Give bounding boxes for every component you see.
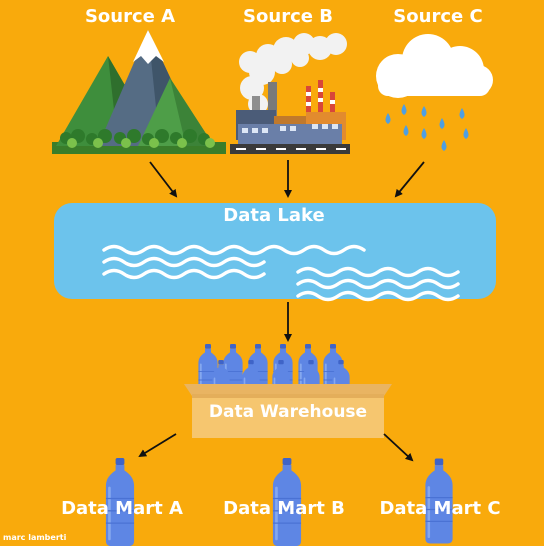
data-mart-c-label: Data Mart C — [379, 498, 501, 519]
factory-icon — [230, 33, 350, 154]
data-lake — [54, 203, 496, 302]
data-mart-b-label: Data Mart B — [223, 498, 345, 519]
data-mart-a-label: Data Mart A — [61, 498, 183, 519]
source-arrows — [149, 160, 425, 198]
water-waves-icon — [102, 244, 460, 302]
data-warehouse-label: Data Warehouse — [208, 402, 368, 422]
rain-cloud-icon — [376, 34, 493, 151]
source-b-label: Source B — [243, 6, 333, 27]
credit-text: marc lamberti — [3, 533, 67, 542]
mountain-icon — [52, 30, 226, 154]
bottle-box-icon — [184, 344, 392, 438]
source-c-label: Source C — [393, 6, 483, 27]
mart-arrows — [138, 433, 414, 462]
data-lake-label: Data Lake — [223, 205, 325, 226]
source-a-label: Source A — [84, 6, 176, 27]
